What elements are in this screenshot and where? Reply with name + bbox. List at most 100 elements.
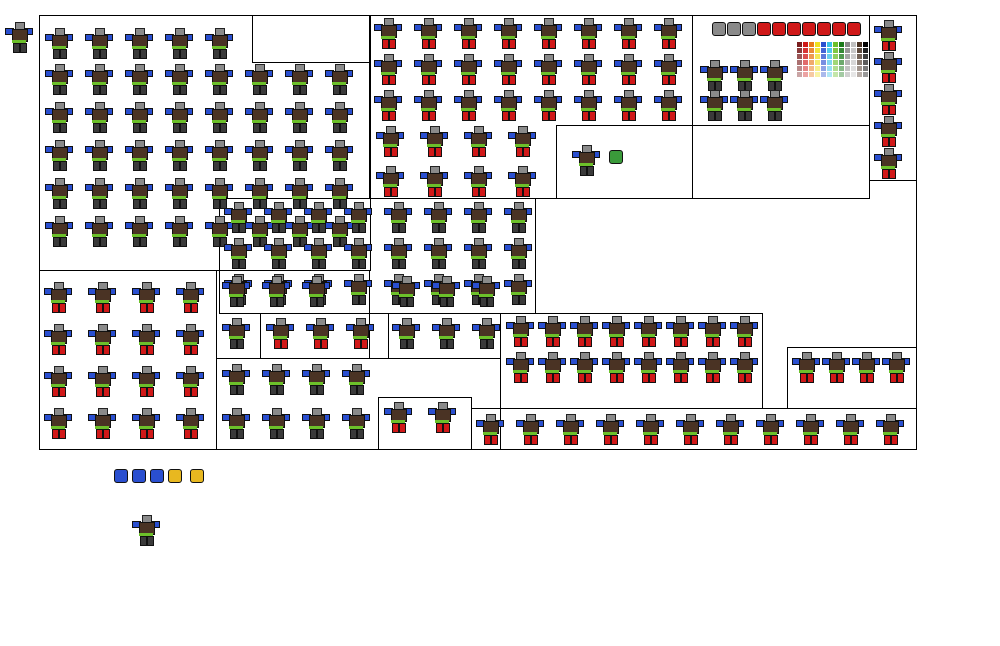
robot-sprite — [222, 408, 250, 439]
robot-sprite — [414, 18, 442, 49]
robot-sprite — [698, 352, 726, 383]
robot-sprite — [224, 202, 252, 233]
robot-sprite — [634, 352, 662, 383]
helmet-part-icon — [757, 22, 771, 36]
helmet-part-icon — [802, 22, 816, 36]
robot-sprite — [264, 238, 292, 269]
robot-sprite — [306, 318, 334, 349]
robot-sprite — [508, 166, 536, 197]
robot-sprite — [346, 318, 374, 349]
robot-sprite — [222, 276, 250, 307]
robot-sprite — [534, 18, 562, 49]
helmet-icon-blue-1 — [114, 469, 128, 483]
robot-sprite — [344, 238, 372, 269]
robot-sprite — [420, 166, 448, 197]
palette-swatch — [839, 60, 844, 65]
robot-sprite — [125, 178, 153, 209]
palette-swatch — [845, 66, 850, 71]
robot-sprite — [304, 202, 332, 233]
palette-swatch — [803, 54, 808, 59]
palette-swatch — [845, 54, 850, 59]
robot-sprite — [376, 166, 404, 197]
helmet-part-icon — [742, 22, 756, 36]
palette-swatch — [809, 54, 814, 59]
robot-sprite — [852, 352, 880, 383]
robot-sprite — [45, 140, 73, 171]
robot-sprite — [85, 64, 113, 95]
robot-sprite — [874, 84, 902, 115]
robot-sprite — [392, 276, 420, 307]
palette-swatch — [827, 60, 832, 65]
robot-sprite — [245, 216, 273, 247]
palette-swatch — [845, 42, 850, 47]
robot-sprite — [654, 90, 682, 121]
robot-sprite — [504, 238, 532, 269]
robot-sprite — [614, 54, 642, 85]
palette-swatch — [833, 48, 838, 53]
robot-sprite — [374, 18, 402, 49]
robot-sprite — [245, 64, 273, 95]
player-sprite-preview-2 — [132, 515, 160, 546]
robot-sprite — [44, 324, 72, 355]
robot-sprite — [494, 18, 522, 49]
palette-swatch — [833, 42, 838, 47]
robot-sprite — [570, 316, 598, 347]
robot-sprite — [534, 90, 562, 121]
palette-swatch — [815, 48, 820, 53]
palette-swatch — [821, 42, 826, 47]
robot-sprite — [874, 20, 902, 51]
helmet-part-icon — [847, 22, 861, 36]
robot-sprite — [165, 178, 193, 209]
robot-sprite — [836, 414, 864, 445]
palette-swatch — [851, 72, 856, 77]
robot-sprite — [302, 364, 330, 395]
robot-sprite — [428, 402, 456, 433]
palette-swatch — [797, 72, 802, 77]
robot-sprite — [716, 414, 744, 445]
robot-sprite — [165, 102, 193, 133]
robot-sprite — [700, 90, 728, 121]
sprite-frame-b — [252, 15, 370, 63]
green-helmet-icon — [609, 150, 623, 164]
sprite-frame-o — [471, 408, 917, 450]
robot-sprite — [285, 178, 313, 209]
palette-swatch — [815, 42, 820, 47]
palette-swatch — [863, 42, 868, 47]
robot-sprite — [454, 90, 482, 121]
robot-sprite — [125, 102, 153, 133]
robot-sprite — [85, 28, 113, 59]
robot-sprite — [432, 276, 460, 307]
robot-sprite — [506, 352, 534, 383]
robot-sprite — [596, 414, 624, 445]
robot-sprite — [205, 140, 233, 171]
helmet-icon-blue-3 — [150, 469, 164, 483]
robot-sprite — [614, 90, 642, 121]
palette-swatch — [821, 54, 826, 59]
robot-sprite — [165, 64, 193, 95]
robot-sprite — [325, 102, 353, 133]
robot-sprite — [285, 64, 313, 95]
palette-swatch — [839, 66, 844, 71]
robot-sprite — [730, 316, 758, 347]
palette-swatch — [839, 48, 844, 53]
palette-swatch — [809, 48, 814, 53]
robot-sprite — [376, 126, 404, 157]
helmet-icon-gold-1 — [168, 469, 182, 483]
robot-sprite — [464, 166, 492, 197]
robot-sprite — [85, 102, 113, 133]
player-sprite-preview — [5, 22, 33, 53]
robot-sprite — [176, 324, 204, 355]
robot-sprite — [384, 202, 412, 233]
palette-swatch — [827, 42, 832, 47]
robot-sprite — [45, 28, 73, 59]
helmet-part-icon — [772, 22, 786, 36]
robot-sprite — [342, 408, 370, 439]
helmet-part-icon — [832, 22, 846, 36]
robot-sprite — [85, 178, 113, 209]
robot-sprite — [792, 352, 820, 383]
palette-swatch — [857, 42, 862, 47]
robot-sprite — [472, 276, 500, 307]
robot-sprite — [325, 64, 353, 95]
palette-swatch — [839, 72, 844, 77]
